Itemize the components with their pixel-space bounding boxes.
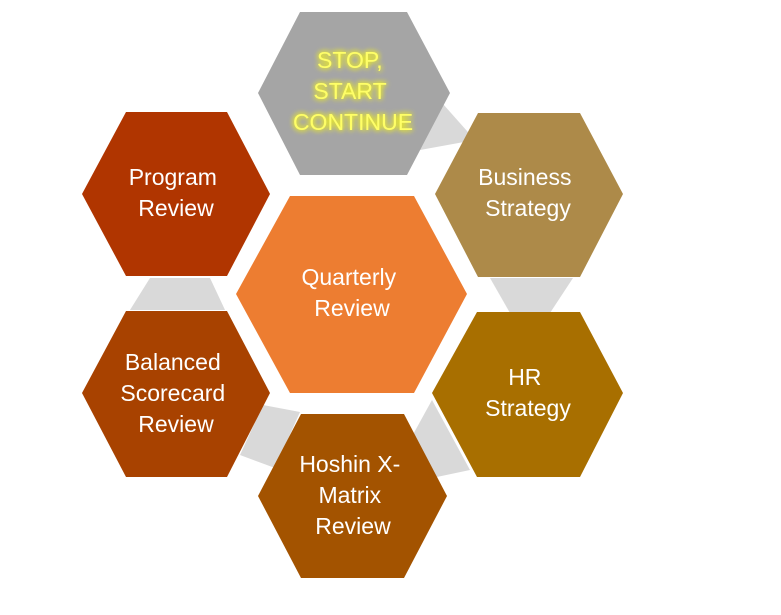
hexagon-label: Business Strategy (478, 164, 578, 221)
hexagon-shape (258, 414, 447, 578)
hexagon-hr-strategy: HR Strategy (432, 312, 623, 477)
hexagon-label: Balanced Scorecard Review (120, 349, 231, 437)
connector-business-to-hr (490, 278, 573, 313)
hexagon-balanced-scorecard-review: Balanced Scorecard Review (82, 311, 270, 477)
hexagon-shape (236, 196, 467, 393)
connectors (130, 95, 573, 478)
center-label: Quarterly Review (302, 264, 403, 321)
hexagon-shape (258, 12, 450, 175)
hexagon-shape (82, 311, 270, 477)
connector-hoshin-to-balanced (240, 405, 300, 468)
hexagon-hoshin-x-matrix-review: Hoshin X- Matrix Review (258, 414, 447, 578)
hexagon-shape (432, 312, 623, 477)
hexagon-program-review: Program Review (82, 112, 270, 276)
hexagon-shape (82, 112, 270, 276)
hexagon-label: HR Strategy (485, 364, 571, 421)
hexagon-label: Hoshin X- Matrix Review (299, 451, 406, 539)
hexagon-quarterly-review: Quarterly Review (236, 196, 467, 393)
hexagon-label: Program Review (129, 164, 224, 221)
hexagon-shape (435, 113, 623, 277)
hexagon-stop-start-continue: STOP, START CONTINUE (258, 12, 450, 175)
hexagon-business-strategy: Business Strategy (435, 113, 623, 277)
connector-balanced-to-program (130, 278, 225, 310)
hexagon-label: STOP, START CONTINUE (293, 47, 413, 135)
